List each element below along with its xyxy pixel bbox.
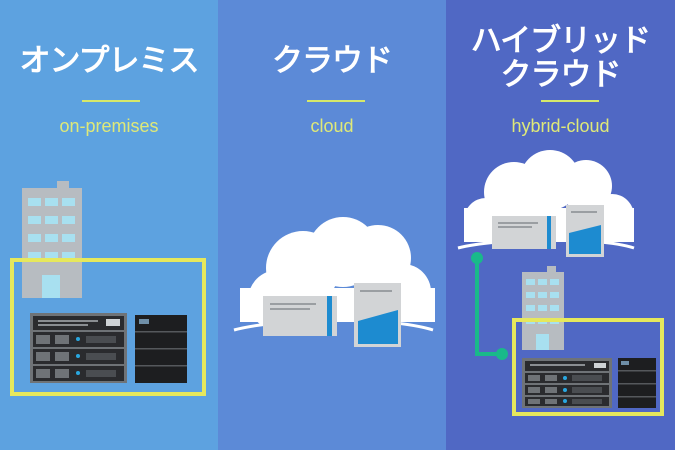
panel-title-hybrid-line1: ハイブリッド bbox=[470, 23, 651, 59]
title-underline bbox=[307, 100, 365, 102]
storage-cabinet-icon bbox=[135, 315, 187, 383]
panel-subtitle-hybrid: hybrid-cloud bbox=[511, 116, 610, 136]
panel-cloud: クラウド cloud bbox=[218, 0, 446, 450]
server-rack-icon bbox=[522, 358, 612, 408]
panel-title-hybrid-line2: クラウド bbox=[500, 57, 622, 93]
title-underline bbox=[82, 100, 140, 102]
server-rack-icon bbox=[30, 313, 127, 383]
cloud-storage-icon bbox=[354, 283, 401, 347]
office-building-icon bbox=[22, 181, 82, 298]
panel-subtitle-cloud: cloud bbox=[310, 116, 354, 136]
panel-title-onpremises: オンプレミス bbox=[19, 43, 199, 79]
onpremises-boundary-frame bbox=[512, 318, 664, 416]
hybrid-connector-icon bbox=[471, 252, 508, 360]
virtual-server-icon bbox=[263, 296, 337, 336]
onpremises-illustration bbox=[10, 181, 206, 396]
cloud-illustration bbox=[233, 217, 435, 347]
panel-hybrid-cloud: ハイブリッド クラウド hybrid-cloud bbox=[446, 0, 675, 450]
panel-subtitle-onpremises: on-premises bbox=[59, 116, 159, 136]
panel-title-cloud: クラウド bbox=[272, 43, 393, 79]
storage-cabinet-icon bbox=[618, 358, 656, 408]
hybrid-illustration bbox=[457, 150, 664, 416]
onpremises-boundary-frame bbox=[10, 258, 206, 396]
cloud-storage-icon bbox=[566, 205, 604, 257]
title-underline bbox=[541, 100, 599, 102]
panel-onpremises: オンプレミス on-premises bbox=[0, 0, 218, 450]
virtual-server-icon bbox=[492, 216, 556, 249]
office-building-icon bbox=[522, 266, 564, 350]
